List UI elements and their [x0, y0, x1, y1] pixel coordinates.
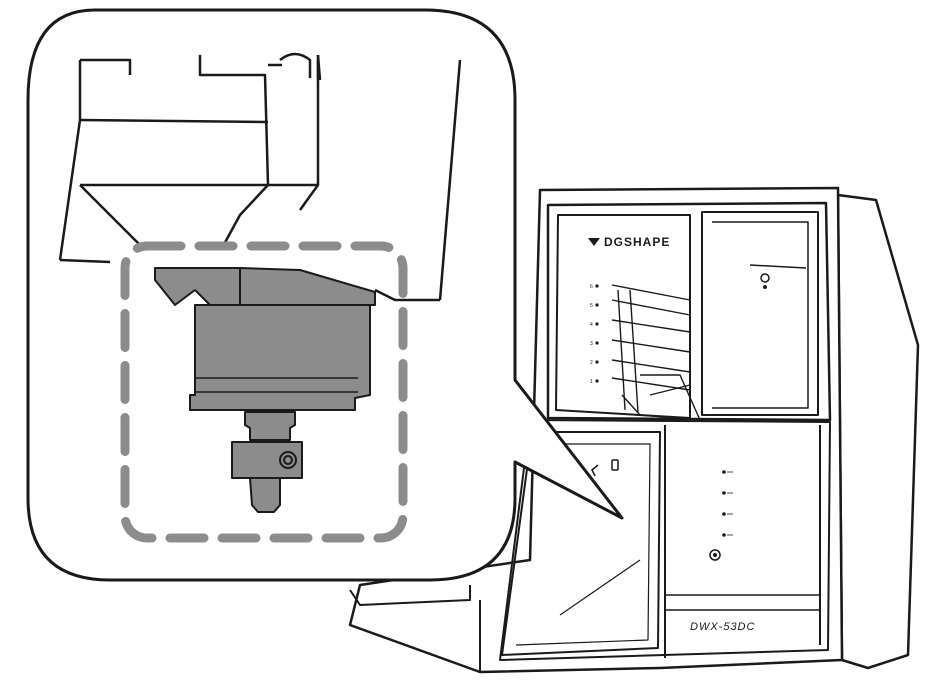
slot-label: 3 [590, 341, 593, 347]
left-upper-door [555, 214, 691, 419]
slot-label: 5 [590, 303, 593, 309]
magazine-slot-labels: 6 5 4 3 2 1 [590, 284, 599, 385]
slot-indicator-icon [595, 322, 599, 326]
dgshape-logo-icon [588, 238, 600, 246]
slot-indicator-icon [595, 379, 599, 383]
model-name: DWX-53DC [690, 621, 755, 633]
slot-indicator-icon [595, 284, 599, 288]
right-upper-door [701, 211, 819, 416]
highlight-outline [120, 241, 408, 543]
slot-indicator-icon [595, 303, 599, 307]
indicator-light-icon [722, 470, 726, 474]
slot-indicator-icon [595, 341, 599, 345]
machine-side-panel [836, 193, 920, 670]
slot-indicator-icon [595, 360, 599, 364]
indicator-light-icon [722, 512, 726, 516]
lower-left-door [501, 431, 661, 656]
indicator-light-icon [722, 491, 726, 495]
spindle-housing [58, 52, 462, 302]
lower-door-frame [499, 419, 831, 661]
spindle-icon [154, 267, 376, 513]
slot-label: 4 [590, 322, 593, 328]
slot-label: 2 [590, 360, 593, 366]
slot-label: 6 [590, 284, 593, 290]
brand-name: DGSHAPE [604, 235, 670, 249]
tool-magazine [611, 284, 706, 421]
indicator-light-icon [722, 533, 726, 537]
brand-logo: DGSHAPE [588, 235, 670, 249]
status-indicators [722, 470, 733, 537]
slot-label: 1 [590, 379, 593, 385]
upper-door-frame [546, 201, 832, 422]
